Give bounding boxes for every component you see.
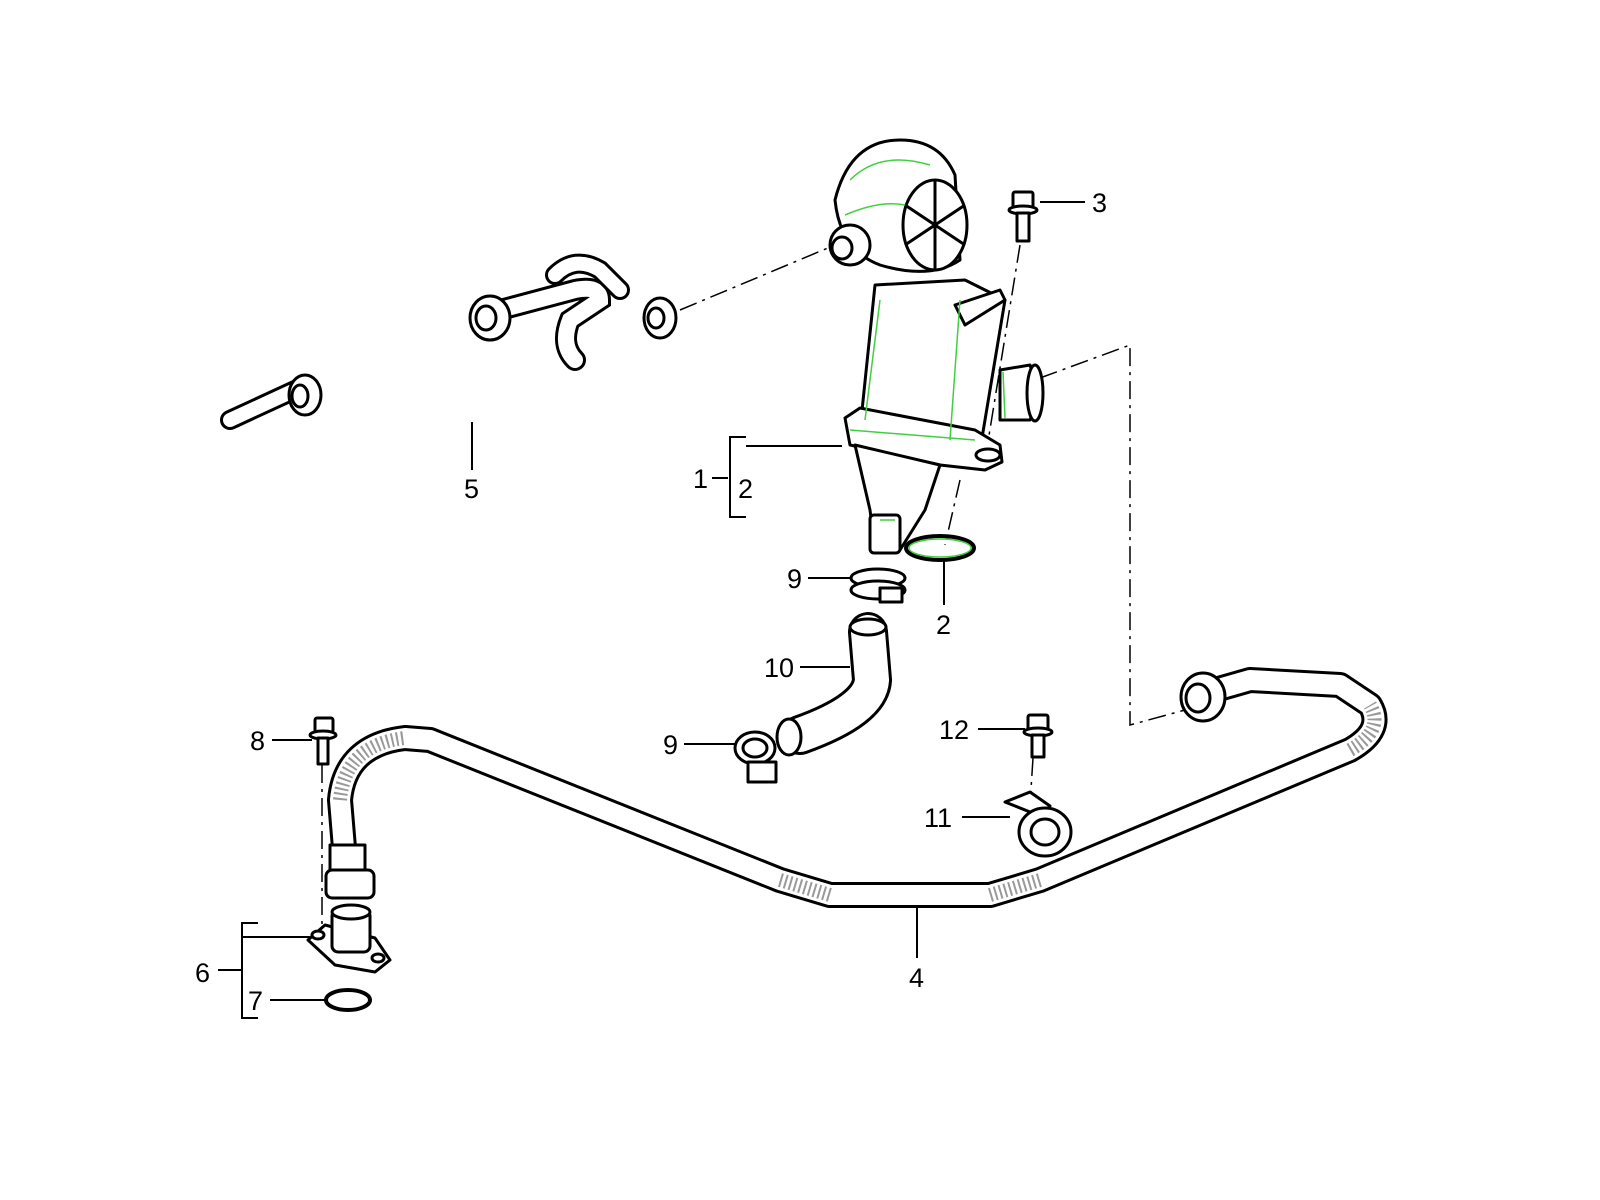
part-12-bolt xyxy=(1022,713,1054,759)
callout-9-top: 9 xyxy=(787,564,802,594)
callout-7: 7 xyxy=(248,986,263,1016)
callout-10: 10 xyxy=(764,653,794,683)
part-6-flange xyxy=(306,903,392,974)
callout-4: 4 xyxy=(909,963,924,993)
callout-9-bottom: 9 xyxy=(663,730,678,760)
callout-8: 8 xyxy=(250,726,265,756)
part-7-o-ring xyxy=(324,988,372,1012)
callout-2-bracket: 2 xyxy=(738,474,753,504)
part-11-bracket xyxy=(1003,790,1073,858)
part-5-pipe xyxy=(219,253,678,480)
callout-2-ring: 2 xyxy=(936,610,951,640)
part-4-breather-pipe xyxy=(324,667,1388,908)
leader-lines xyxy=(218,201,1085,1019)
part-8-bolt xyxy=(308,716,338,766)
part-9-clamp-top xyxy=(849,567,907,604)
callout-6: 6 xyxy=(195,958,210,988)
part-3-bolt xyxy=(1007,190,1039,243)
callout-1: 1 xyxy=(693,464,708,494)
callout-11: 11 xyxy=(924,803,952,833)
callouts: 3 5 1 2 9 2 10 9 12 8 11 6 7 4 xyxy=(195,188,1107,1016)
callout-3: 3 xyxy=(1092,188,1107,218)
part-1-oil-separator xyxy=(828,138,1045,555)
part-2-o-ring xyxy=(904,534,976,562)
callout-5: 5 xyxy=(464,474,479,504)
callout-12: 12 xyxy=(939,715,969,745)
part-9-clamp-bottom xyxy=(733,730,778,784)
part-10-hose xyxy=(775,612,893,757)
